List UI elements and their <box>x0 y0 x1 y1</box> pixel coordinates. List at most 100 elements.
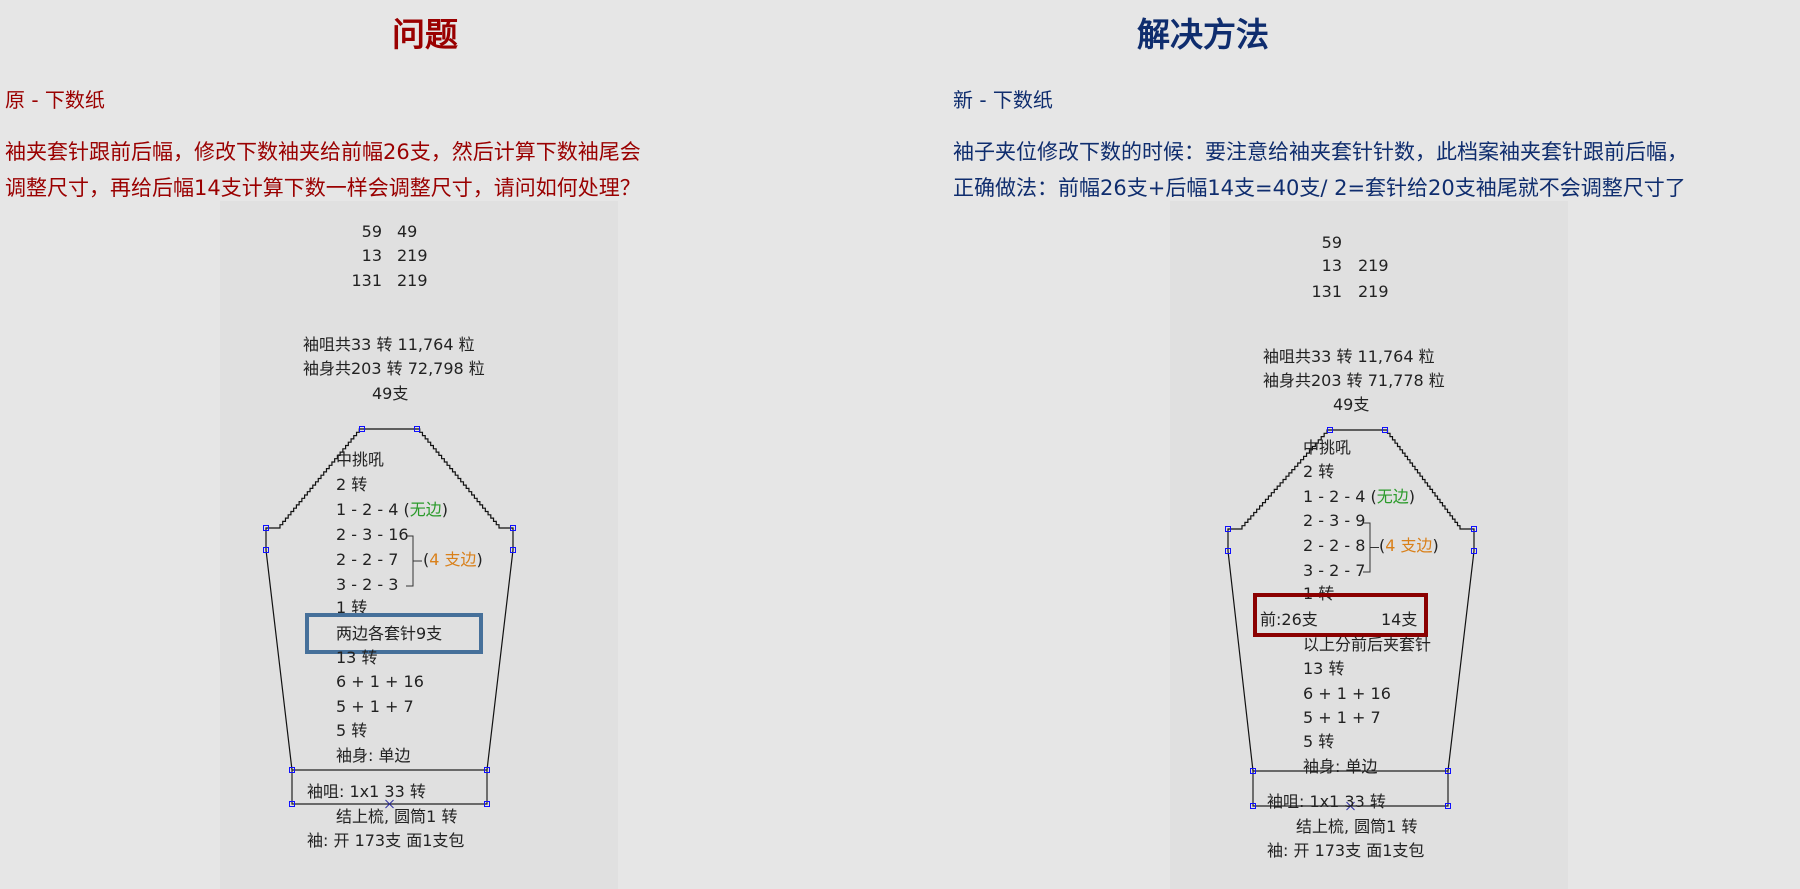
front-stitches: 前:26支 <box>1260 610 1318 629</box>
paren: ( <box>1379 536 1386 555</box>
no-edge-label: 无边 <box>1376 487 1409 506</box>
step: 1 - 2 - 4 (无边) <box>336 500 448 520</box>
edge-label: 4 支边 <box>1385 536 1433 555</box>
step: 中挑吼 <box>1303 438 1352 457</box>
step: 1 转 <box>336 598 368 617</box>
step: 13 转 <box>1303 659 1345 678</box>
cuff-total: 袖咀共33 转 11,764 粒 <box>303 335 475 354</box>
paren: ( <box>423 550 430 569</box>
step-text: 1 - 2 - 4 ( <box>1303 487 1377 506</box>
step: 5 + 1 + 7 <box>1303 708 1381 727</box>
vertex-handle <box>1250 803 1256 809</box>
cuff-total: 袖咀共33 转 11,764 粒 <box>1263 347 1435 366</box>
vertex-handle <box>263 547 269 553</box>
problem-knitting-chart: 59 49 13 219 131 219 袖咀共33 转 11,764 粒 袖身… <box>220 201 618 889</box>
vertex-handle <box>289 801 295 807</box>
step: 2 转 <box>1303 462 1335 481</box>
vertex-handle <box>484 767 490 773</box>
step: 6 + 1 + 16 <box>336 672 424 691</box>
step: 2 - 3 - 16 <box>336 525 409 544</box>
step: 13 转 <box>336 648 378 667</box>
vertex-handle <box>1471 548 1477 554</box>
step: 2 - 2 - 8 <box>1303 536 1366 555</box>
step: 2 转 <box>336 475 368 494</box>
body-total: 袖身共203 转 72,798 粒 <box>303 359 485 378</box>
solution-description: 袖子夹位修改下数的时候：要注意给袖夹套针针数，此档案袖夹套针跟前后幅， 正确做法… <box>953 134 1688 206</box>
body-total: 袖身共203 转 71,778 粒 <box>1263 371 1445 390</box>
vertex-handle <box>1445 768 1451 774</box>
finish-note: 结上梳, 圆筒1 转 <box>1296 817 1418 836</box>
vertex-handle <box>289 767 295 773</box>
text-line: 调整尺寸，再给后幅14支计算下数一样会调整尺寸，请问如何处理？ <box>5 176 641 200</box>
stitch-count: 49支 <box>1333 395 1370 414</box>
step-text: 1 - 2 - 4 ( <box>336 500 410 519</box>
cuff-note: 袖咀: 1x1 33 转 <box>307 782 426 801</box>
center-mark-icon <box>385 799 394 809</box>
vertex-handle <box>510 547 516 553</box>
step: 5 转 <box>1303 732 1335 751</box>
edge-label: 4 支边 <box>429 550 477 569</box>
solution-knitting-chart: 59 13 219 131 219 袖咀共33 转 11,764 粒 袖身共20… <box>1170 201 1568 889</box>
vertex-handle <box>1471 526 1477 532</box>
vertex-handle <box>263 525 269 531</box>
step: 1 - 2 - 4 (无边) <box>1303 487 1415 507</box>
bracket <box>1363 522 1379 573</box>
vertex-handle <box>1445 803 1451 809</box>
cast-on-note: 袖: 开 173支 面1支包 <box>1267 841 1425 860</box>
text-line: 袖子夹位修改下数的时候：要注意给袖夹套针针数，此档案袖夹套针跟前后幅， <box>953 140 1688 164</box>
header-value: 131 <box>1311 282 1342 301</box>
step: 袖身: 单边 <box>336 746 411 765</box>
header-value: 131 <box>351 271 382 290</box>
step: 3 - 2 - 3 <box>336 575 399 594</box>
vertex-handle <box>1250 768 1256 774</box>
stitch-count: 49支 <box>372 384 409 403</box>
highlight-box <box>1253 593 1428 637</box>
split-note: 以上分前后夹套针 <box>1303 635 1432 654</box>
center-mark-icon <box>1346 801 1355 811</box>
step: 3 - 2 - 7 <box>1303 561 1366 580</box>
solution-subtitle: 新 - 下数纸 <box>953 88 1053 112</box>
text-line: 袖夹套针跟前后幅，修改下数袖夹给前幅26支，然后计算下数袖尾会 <box>5 140 641 164</box>
back-stitches: 14支 <box>1381 610 1418 629</box>
edge-note: (4 支边) <box>1379 536 1439 556</box>
vertex-handle <box>414 426 420 432</box>
step: 5 + 1 + 7 <box>336 697 414 716</box>
sleeve-outline <box>263 426 516 809</box>
problem-description: 袖夹套针跟前后幅，修改下数袖夹给前幅26支，然后计算下数袖尾会 调整尺寸，再给后… <box>5 134 641 206</box>
sleeve-outline <box>1225 427 1477 811</box>
header-value: 13 <box>361 246 382 265</box>
cuff-note: 袖咀: 1x1 33 转 <box>1267 792 1386 811</box>
bracket <box>406 535 422 587</box>
step: 6 + 1 + 16 <box>1303 684 1391 703</box>
step: 5 转 <box>336 721 368 740</box>
highlighted-step: 两边各套针9支 <box>336 624 443 643</box>
solution-title: 解决方法 <box>1137 15 1269 54</box>
step: 2 - 2 - 7 <box>336 550 399 569</box>
highlight-box <box>305 613 483 654</box>
header-value: 219 <box>397 246 428 265</box>
step: 中挑吼 <box>336 450 385 469</box>
vertex-handle <box>1382 427 1388 433</box>
finish-note: 结上梳, 圆筒1 转 <box>336 807 458 826</box>
sleeve-cap-outline <box>1227 429 1475 772</box>
vertex-handle <box>1327 427 1333 433</box>
no-edge-label: 无边 <box>409 500 442 519</box>
header-value: 13 <box>1321 256 1342 275</box>
header-value: 59 <box>1321 233 1342 252</box>
problem-subtitle: 原 - 下数纸 <box>5 88 105 112</box>
header-value: 219 <box>1358 282 1389 301</box>
header-value: 49 <box>397 222 418 241</box>
sleeve-cap-outline <box>265 428 514 771</box>
cast-on-note: 袖: 开 173支 面1支包 <box>307 831 465 850</box>
paren: ) <box>1432 536 1439 555</box>
step: 袖身: 单边 <box>1303 757 1378 776</box>
header-value: 219 <box>1358 256 1389 275</box>
paren: ) <box>1408 487 1416 506</box>
vertex-handle <box>510 525 516 531</box>
vertex-handle <box>359 426 365 432</box>
problem-title: 问题 <box>392 15 458 54</box>
vertex-handle <box>484 801 490 807</box>
paren: ) <box>476 550 483 569</box>
header-value: 219 <box>397 271 428 290</box>
header-value: 59 <box>361 222 382 241</box>
